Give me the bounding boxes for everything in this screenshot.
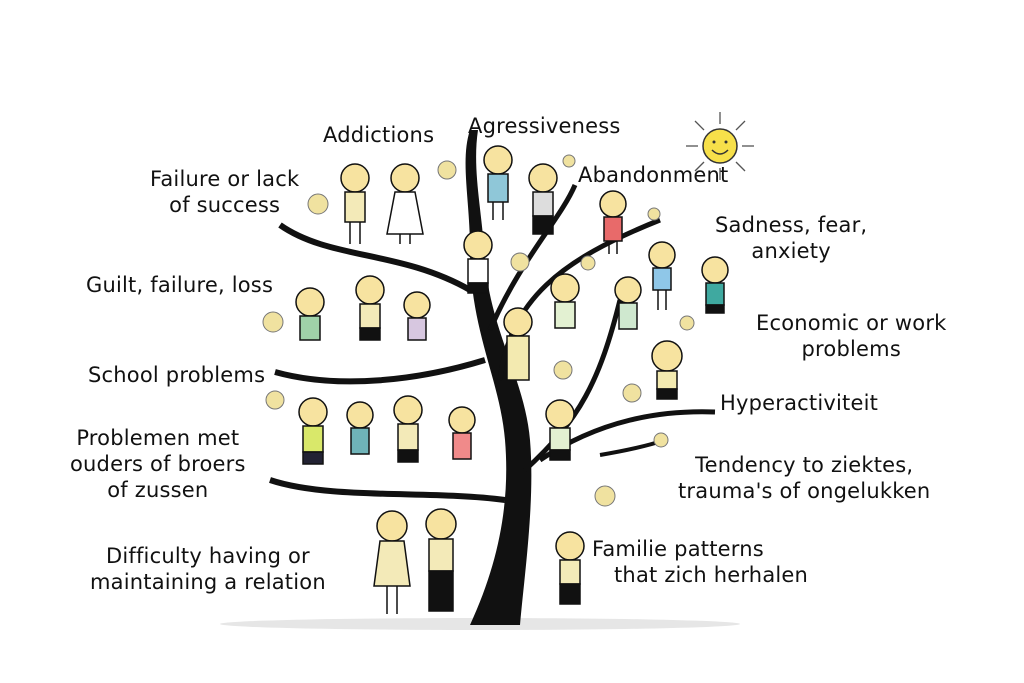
person-icon [340,163,370,244]
label-difficulty-relation: Difficulty having or maintaining a relat… [90,544,326,594]
person-icon [393,395,423,463]
branch [278,222,472,293]
branch [269,477,506,503]
person-icon [651,340,683,400]
label-familie-patterns: Familie patterns that zich herhalen [592,537,809,587]
label-failure-or-lack-of-success: Failure or lack of success [150,167,300,217]
branch [487,184,578,331]
flower-icon [307,193,329,215]
flower-icon [262,311,284,333]
person-icon [483,145,513,220]
person-icon [648,241,676,310]
person-icon [701,256,729,314]
label-sadness-fear-anxiety: Sadness, fear, anxiety [715,213,868,263]
person-icon [503,307,533,381]
person-icon [545,399,575,461]
person-icon [386,163,424,244]
person-icon [528,163,558,235]
flower-icon [510,252,530,272]
flower-icon [553,360,573,380]
flower-icon [653,432,669,448]
person-icon [346,401,374,455]
label-problemen-met-ouders: Problemen met ouders of broers of zussen [70,426,246,502]
person-icon [295,287,325,341]
people [295,145,729,614]
flower-icon [580,255,596,271]
person-icon [599,190,627,254]
label-abandonment: Abandonment [578,163,729,187]
branch [497,217,661,381]
label-hyperactiviteit: Hyperactiviteit [720,391,879,415]
sun-icon [686,112,754,180]
person-icon [355,275,385,341]
person-icon [298,397,328,465]
flower-icon [562,154,576,168]
label-economic-or-work-problems: Economic or work problems [756,311,947,361]
flower-icon [437,160,457,180]
flower-icon [679,315,695,331]
person-icon [403,291,431,341]
label-school-problems: School problems [88,363,266,387]
person-icon [550,273,580,329]
person-icon [448,406,476,460]
person-icon [463,230,493,294]
person-icon [425,508,457,612]
branch [523,299,623,472]
flower-icon [622,383,642,403]
branch [274,357,486,385]
flower-icon [265,390,285,410]
person-icon [373,510,411,614]
flower-icon [594,485,616,507]
label-tendency-to-ziektes: Tendency to ziektes, trauma's of ongeluk… [678,453,931,503]
label-addictions: Addictions [323,123,435,147]
person-icon [555,531,585,605]
label-agressiveness: Agressiveness [468,114,621,138]
person-icon [614,276,642,330]
flower-icon [647,207,661,221]
label-guilt-failure-loss: Guilt, failure, loss [86,273,274,297]
